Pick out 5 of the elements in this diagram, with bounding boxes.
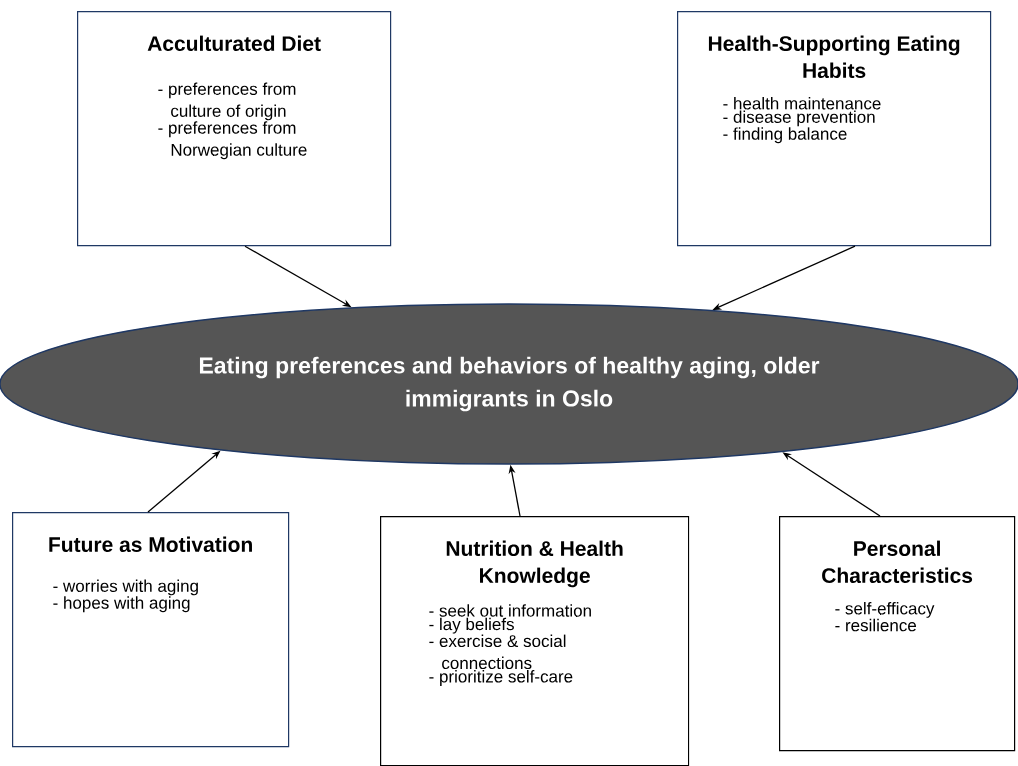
text-box: Personal Characteristics - self-efficacy - resilience	[779, 516, 1016, 752]
text-box: Acculturated Diet - preferences from culture of origin - preferences from Norwegian culture	[77, 11, 392, 247]
text-box: Nutrition & Health Knowledge - seek out information - lay beliefs - exercise & social connections - prioritize self-care	[380, 516, 690, 766]
text-box: Future as Motivation - worries with aging - hopes with aging	[12, 512, 290, 748]
text-box: Health-Supporting Eating Habits - health maintenance - disease prevention - finding balance	[677, 11, 992, 247]
